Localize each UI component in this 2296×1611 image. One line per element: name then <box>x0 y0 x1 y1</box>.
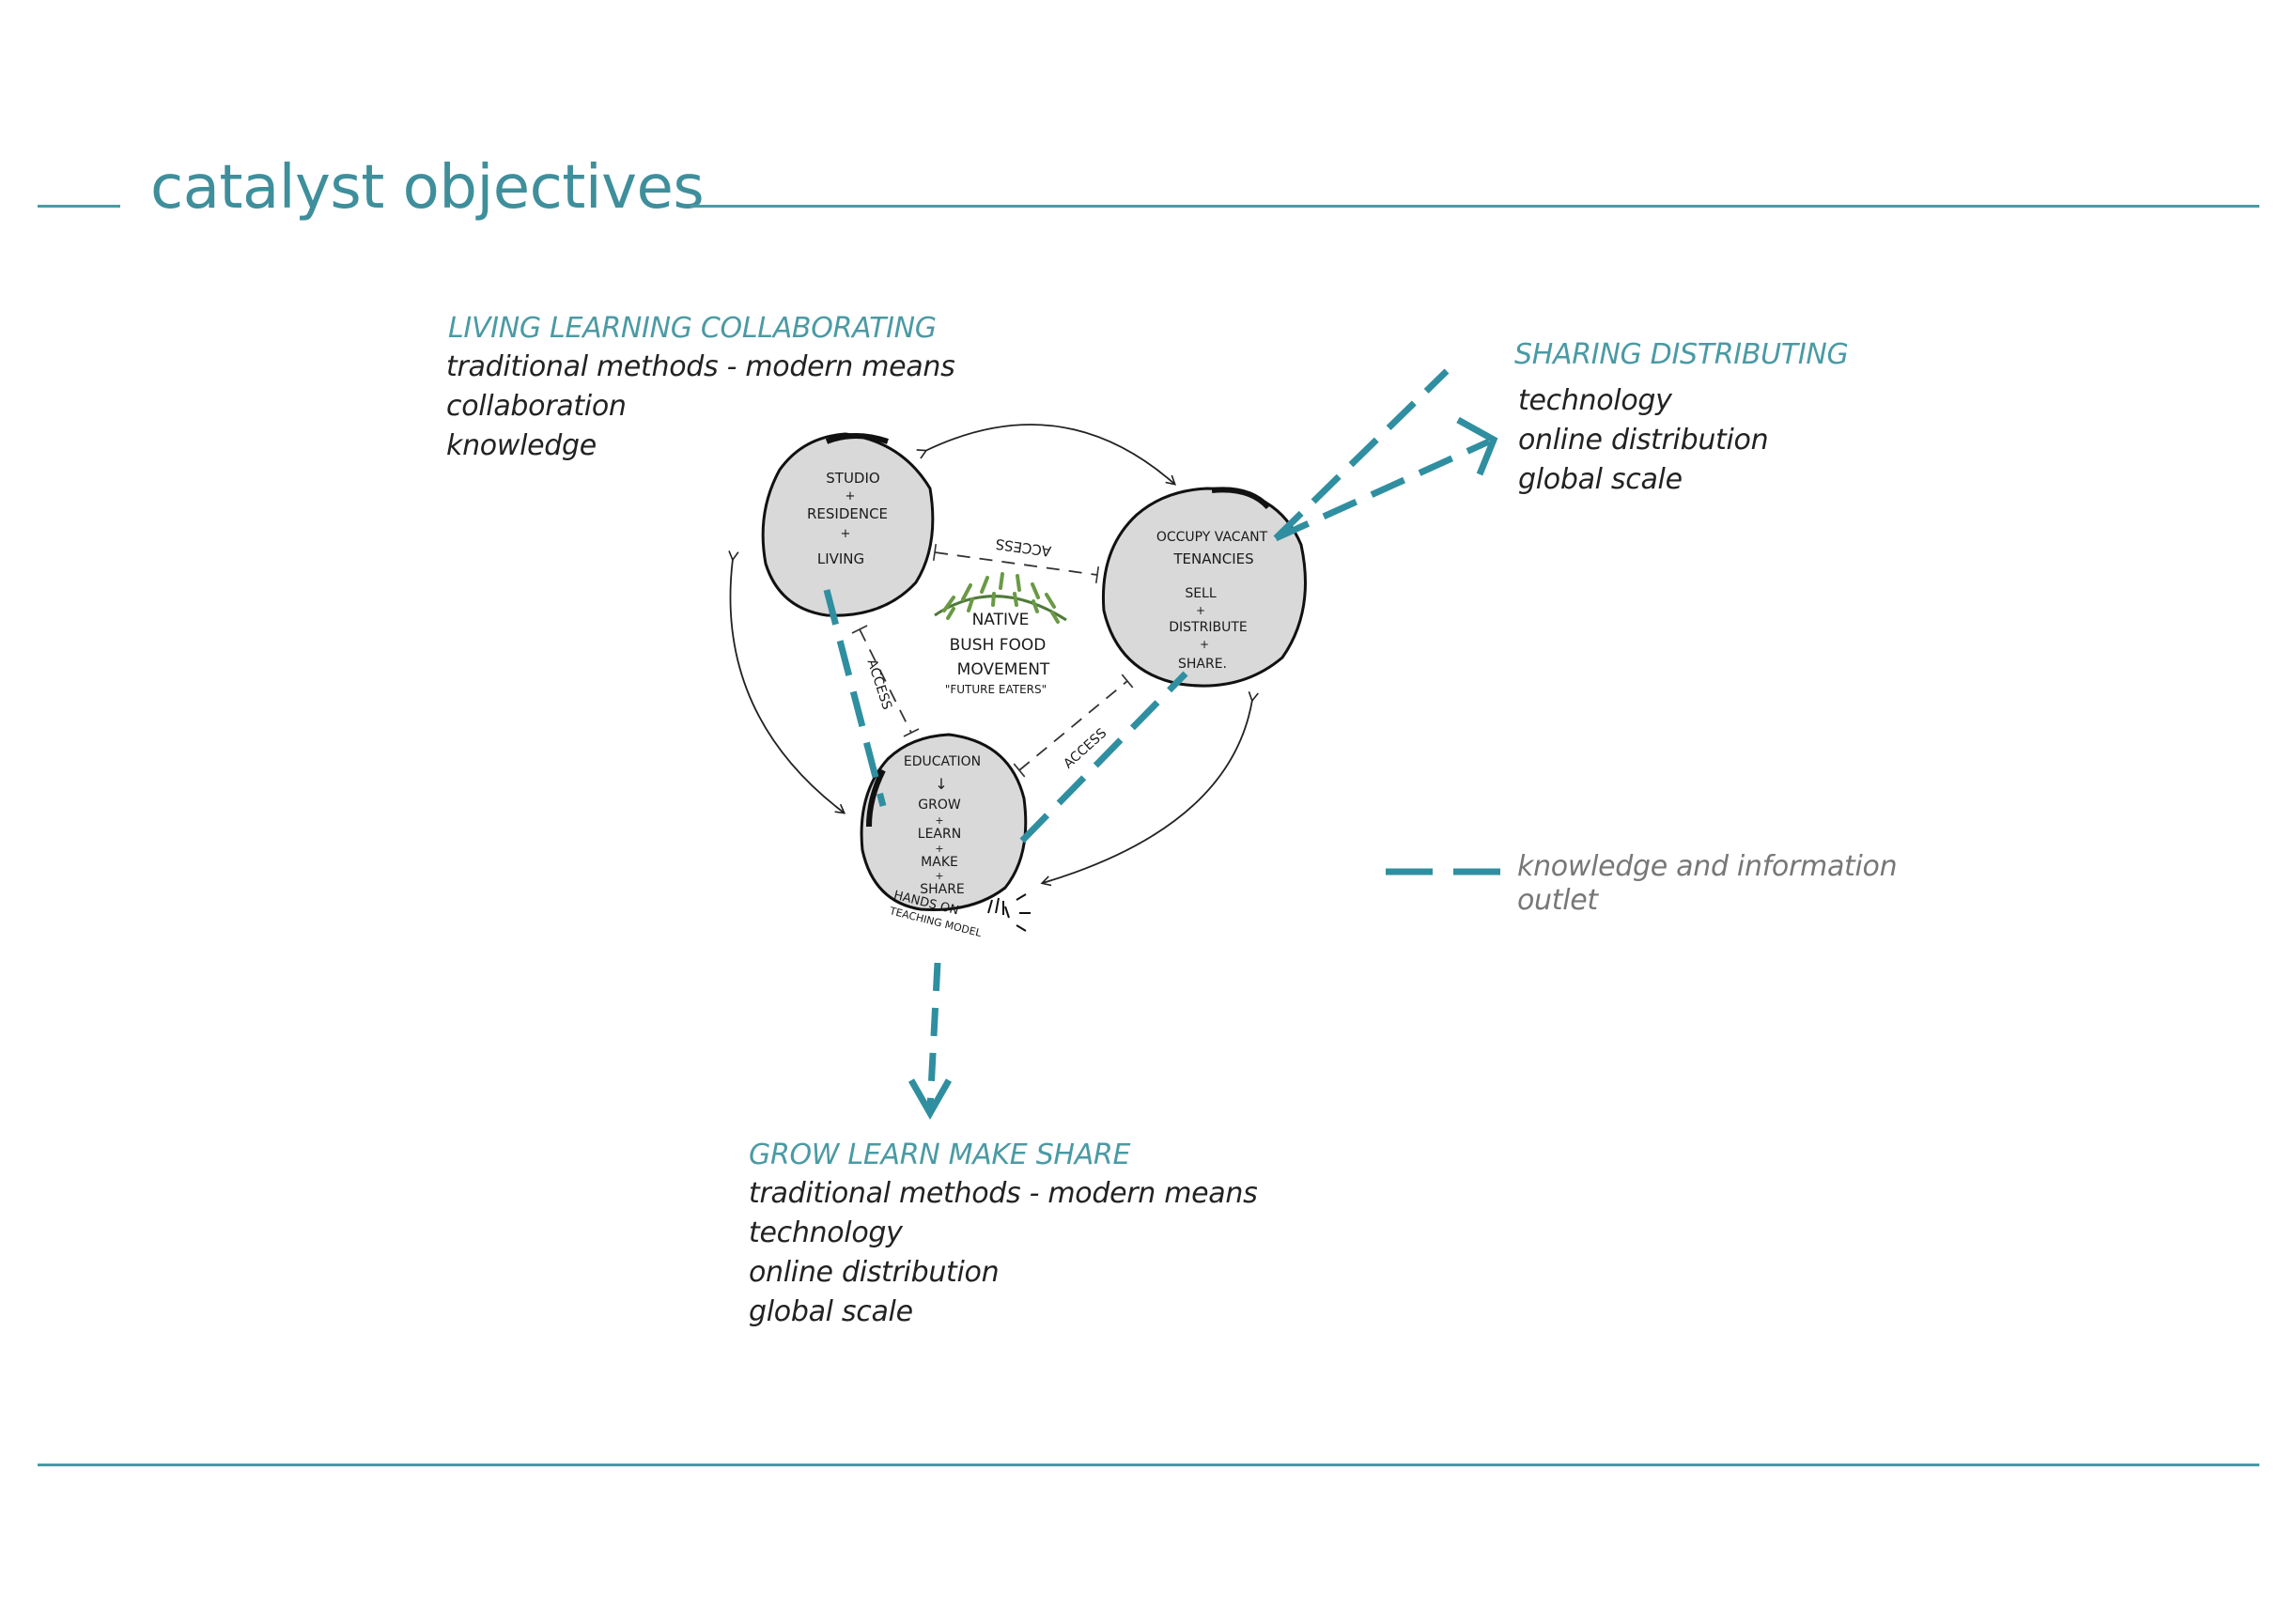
outlet-lines <box>823 368 1498 1121</box>
legend-dash-swatch-icon <box>1386 868 1503 875</box>
education-circle <box>860 733 1028 911</box>
outlet-arrowhead-down <box>908 1078 953 1121</box>
occupy-line-6: SHARE. <box>1178 657 1227 672</box>
list-item: global scale <box>749 1295 913 1328</box>
list-item: online distribution <box>1518 424 1769 457</box>
occupy-circle-text: OCCUPY VACANT TENANCIES SELL + DISTRIBUT… <box>1156 530 1268 672</box>
cycle-arrow-right <box>1040 691 1259 887</box>
outlet-arrowhead-right <box>1456 416 1498 476</box>
occupy-line-0: OCCUPY VACANT <box>1156 530 1268 545</box>
education-circle-text: EDUCATION ↓ GROW + LEARN + MAKE + SHARE <box>904 754 981 897</box>
access-link-top <box>932 543 1100 584</box>
occupy-line-4: DISTRIBUTE <box>1169 620 1247 635</box>
access-label-top: ACCESS <box>995 535 1052 560</box>
list-item: online distribution <box>749 1256 1000 1289</box>
section-sharing-list: technology online distribution global sc… <box>1518 381 1848 500</box>
occupy-line-3: + <box>1196 604 1205 617</box>
center-line-2: MOVEMENT <box>957 660 1050 679</box>
center-line-0: NATIVE <box>972 611 1030 629</box>
list-item: technology <box>749 1216 903 1249</box>
education-line-0: EDUCATION <box>904 754 981 769</box>
education-line-7: + <box>935 870 943 882</box>
access-link-right <box>1013 674 1134 778</box>
education-line-8: SHARE <box>920 882 965 897</box>
cycle-arrow-left <box>728 550 846 814</box>
center-line-1: BUSH FOOD <box>950 636 1047 655</box>
outlet-line-down <box>926 962 941 1109</box>
occupy-line-5: + <box>1200 638 1209 651</box>
section-grow-list: traditional methods - modern means techn… <box>749 1174 1258 1332</box>
studio-line-1: + <box>845 489 856 503</box>
section-grow-learn: GROW LEARN MAKE SHARE traditional method… <box>749 1137 1258 1332</box>
studio-circle-text: STUDIO + RESIDENCE + LIVING <box>807 470 888 567</box>
occupy-line-1: TENANCIES <box>1172 550 1253 567</box>
education-line-2: GROW <box>918 798 961 813</box>
outlet-line-studio-education <box>823 589 887 807</box>
center-line-3: "FUTURE EATERS" <box>945 683 1047 696</box>
section-living-learning: LIVING LEARNING COLLABORATING traditiona… <box>446 310 955 466</box>
outlet-line-education-occupy <box>1019 671 1188 844</box>
access-label-left: ACCESS <box>864 658 894 712</box>
center-movement-text: NATIVE BUSH FOOD MOVEMENT "FUTURE EATERS… <box>945 611 1050 696</box>
list-item: collaboration <box>446 390 627 423</box>
education-line-1: ↓ <box>935 775 947 793</box>
occupy-line-2: SELL <box>1185 586 1217 601</box>
outlet-line-occupy-arrow <box>1274 438 1491 542</box>
education-line-5: + <box>935 843 943 855</box>
education-line-3: + <box>935 814 943 827</box>
access-label-right: ACCESS <box>1061 725 1109 771</box>
list-item: technology <box>1518 384 1672 417</box>
section-sharing-heading: SHARING DISTRIBUTING <box>1514 338 1849 371</box>
outlet-line-occupy-upper <box>1273 368 1450 541</box>
page-title: catalyst objectives <box>150 153 705 223</box>
section-living-heading: LIVING LEARNING COLLABORATING <box>448 312 937 345</box>
access-link-left <box>851 625 920 737</box>
section-sharing-distributing: SHARING DISTRIBUTING technology online d… <box>1514 336 1849 500</box>
education-line-6: MAKE <box>921 855 958 870</box>
studio-line-2: RESIDENCE <box>807 505 888 522</box>
section-grow-heading: GROW LEARN MAKE SHARE <box>749 1139 1131 1171</box>
list-item: global scale <box>1518 463 1683 496</box>
studio-line-0: STUDIO <box>826 470 879 487</box>
header-rule-left <box>38 205 120 208</box>
section-living-list: traditional methods - modern means colla… <box>446 348 955 466</box>
studio-line-3: + <box>841 527 851 541</box>
studio-line-4: LIVING <box>817 550 864 567</box>
bush-food-vine-icon <box>934 572 1067 624</box>
footer-rule <box>38 1464 2259 1466</box>
list-item: traditional methods - modern means <box>749 1177 1258 1210</box>
header-rule-right <box>690 205 2259 208</box>
cycle-arrow-top <box>916 424 1176 486</box>
list-item: traditional methods - modern means <box>446 350 955 383</box>
list-item: knowledge <box>446 429 597 462</box>
hand-scribble-icon <box>987 893 1031 932</box>
education-line-4: LEARN <box>918 827 961 842</box>
legend-label: knowledge and information outlet <box>1517 850 1898 917</box>
